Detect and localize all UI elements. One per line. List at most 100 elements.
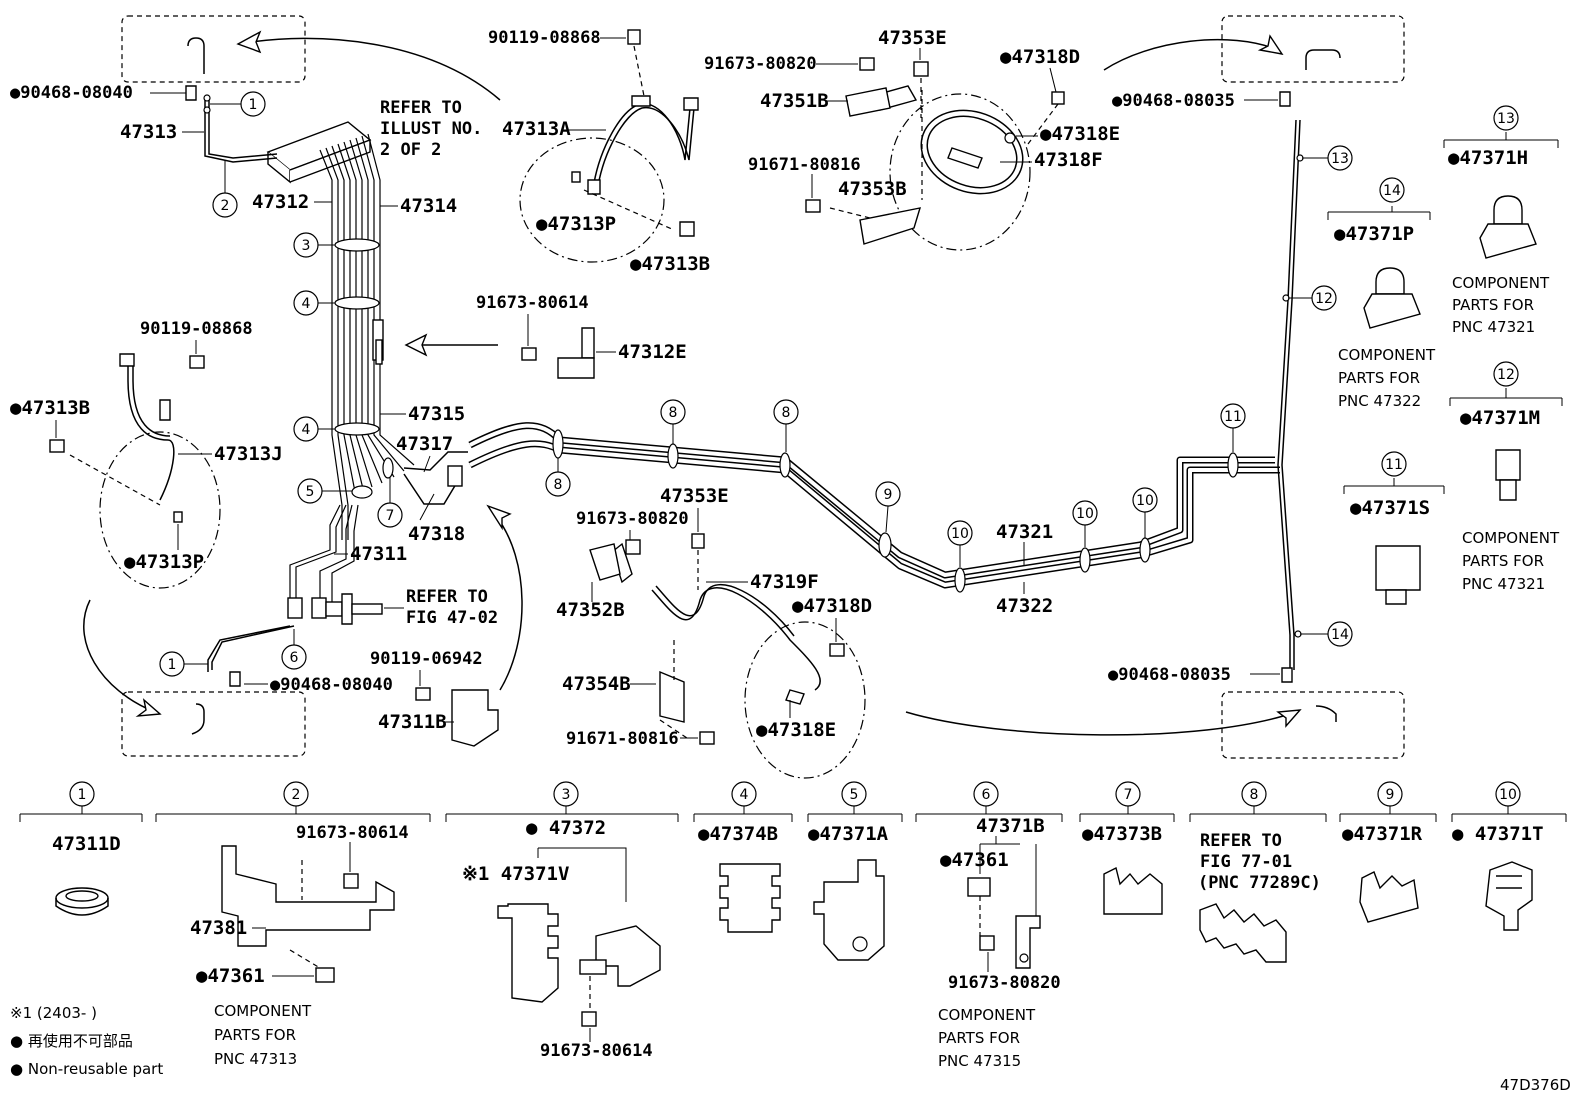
label-91673-80820-mid: 91673-80820 (576, 509, 689, 529)
label-47352B: 47352B (556, 599, 625, 621)
label-47313P-left: ●47313P (124, 551, 204, 573)
bottom-callout-9: 9 ●47371R (1339, 781, 1437, 923)
marker-8c: 8 (773, 399, 799, 452)
svg-text:8: 8 (554, 477, 563, 493)
part-47381: 47381 (190, 917, 247, 939)
bottom-callout-4: 4 ●47374B (693, 781, 793, 933)
label-90468-08035-bot: ●90468-08035 (1108, 665, 1231, 685)
label-90119-08868-top: 90119-08868 (488, 28, 601, 48)
label-47371S: ●47371S (1350, 497, 1430, 519)
right-column-clips (1363, 195, 1537, 605)
marker-1a: 1 (210, 91, 266, 117)
part-47374B: ●47374B (698, 823, 778, 845)
label-47354B: 47354B (562, 673, 631, 695)
bottom-callout-10: 10 ● 47371T (1451, 781, 1567, 931)
part-91673-80820-c6: 91673-80820 (948, 973, 1061, 993)
label-47313P-top: ●47313P (536, 213, 616, 235)
label-refer-fig-1: REFER TO (406, 587, 488, 607)
label-cp-47321a-1: COMPONENT (1452, 274, 1550, 292)
marker-7: 7 (377, 477, 403, 528)
marker-11: 11 (1220, 403, 1246, 452)
note-fig7701-3: (PNC 77289C) (1198, 873, 1321, 893)
marker-4a: 4 (293, 290, 335, 316)
svg-text:2: 2 (221, 198, 230, 214)
svg-text:11: 11 (1385, 457, 1403, 473)
svg-text:4: 4 (302, 296, 311, 312)
pipe-bundle-vertical (266, 121, 415, 540)
bottom-callout-8: 8 REFER TO FIG 77-01 (PNC 77289C) (1189, 781, 1327, 963)
svg-text:1: 1 (249, 97, 258, 113)
label-90119-06942: 90119-06942 (370, 649, 483, 669)
callout-labels: ●90468-08040 47313 47312 47314 REFER TO … (10, 27, 1563, 749)
svg-text:13: 13 (1497, 111, 1515, 127)
label-cp-47321a-3: PNC 47321 (1452, 318, 1535, 336)
marker-8b: 8 (660, 399, 686, 444)
label-47313J: 47313J (214, 443, 283, 465)
pipe-right-vertical (1277, 119, 1304, 670)
svg-text:8: 8 (669, 405, 678, 421)
label-cp-47321b-3: PNC 47321 (1462, 575, 1545, 593)
label-47317: 47317 (396, 433, 453, 455)
label-cp-47321b-1: COMPONENT (1462, 529, 1560, 547)
svg-text:5: 5 (850, 787, 859, 803)
marker-14: 14 (1300, 621, 1353, 647)
note-pnc47313-2: PARTS FOR (214, 1026, 296, 1044)
label-47371P: ●47371P (1334, 223, 1414, 245)
label-47322: 47322 (996, 595, 1053, 617)
svg-text:2: 2 (292, 787, 301, 803)
marker-8a: 8 (545, 458, 571, 497)
flow-arrows (404, 333, 523, 691)
svg-text:1: 1 (168, 657, 177, 673)
label-91673-80820-top: 91673-80820 (704, 54, 817, 74)
label-91671-80816-top: 91671-80816 (748, 155, 861, 175)
svg-text:8: 8 (782, 405, 791, 421)
label-refer-illust-1: REFER TO (380, 98, 462, 118)
svg-text:7: 7 (1124, 787, 1133, 803)
circled-markers: 1 2 3 4 4 5 7 6 1 8 8 8 9 10 10 10 11 13… (159, 91, 1519, 677)
part-47371A: ●47371A (808, 823, 889, 845)
label-47371H: ●47371H (1448, 147, 1528, 169)
label-47318E-mid: ●47318E (756, 719, 836, 741)
label-cp-47322-1: COMPONENT (1338, 346, 1436, 364)
label-47353E-mid: 47353E (660, 485, 729, 507)
bottom-callout-7: 7 ●47373B (1079, 781, 1175, 915)
svg-text:14: 14 (1331, 627, 1349, 643)
label-47313B-left: ●47313B (10, 397, 90, 419)
label-47312E: 47312E (618, 341, 687, 363)
pipe-bundle-lower (207, 504, 383, 672)
svg-text:10: 10 (951, 526, 969, 542)
legend-footnote: ※1 (2403- ) (10, 1004, 97, 1022)
marker-6: 6 (281, 629, 307, 670)
marker-12: 12 (1288, 285, 1337, 311)
hose-47313J (69, 353, 183, 523)
bottom-callout-3: 3 ● 47372 ※1 47371V 91673-80614 (445, 781, 679, 1061)
label-cp-47322-3: PNC 47322 (1338, 392, 1421, 410)
note-pnc47313-1: COMPONENT (214, 1002, 312, 1020)
bottom-callout-5: 5 ●47371A (807, 781, 903, 961)
svg-text:9: 9 (884, 487, 893, 503)
label-47318E-top: ●47318E (1040, 123, 1120, 145)
part-47361-c6: ●47361 (940, 849, 1009, 871)
label-47318D-top: ●47318D (1000, 46, 1080, 68)
pipe-47321-47322 (403, 422, 1280, 593)
svg-text:12: 12 (1315, 291, 1333, 307)
label-90119-08868-left: 90119-08868 (140, 319, 253, 339)
legend-en: ● Non-reusable part (10, 1060, 163, 1078)
part-47371B: 47371B (976, 815, 1045, 837)
svg-text:9: 9 (1386, 787, 1395, 803)
part-47373B: ●47373B (1082, 823, 1162, 845)
label-refer-illust-3: 2 OF 2 (380, 140, 441, 160)
svg-text:14: 14 (1383, 183, 1401, 199)
legend: ※1 (2403- ) ● 再使用不可部品 ● Non-reusable par… (10, 1004, 1571, 1094)
inset-top-left (121, 15, 501, 101)
svg-text:11: 11 (1224, 409, 1242, 425)
label-cp-47321a-2: PARTS FOR (1452, 296, 1534, 314)
inset-top-right (1103, 15, 1405, 83)
label-refer-illust-2: ILLUST NO. (380, 119, 482, 139)
label-47353B: 47353B (838, 178, 907, 200)
note-pnc47313-3: PNC 47313 (214, 1050, 297, 1068)
svg-text:3: 3 (562, 787, 571, 803)
svg-text:13: 13 (1331, 151, 1349, 167)
marker-10c: 10 (1132, 487, 1158, 538)
